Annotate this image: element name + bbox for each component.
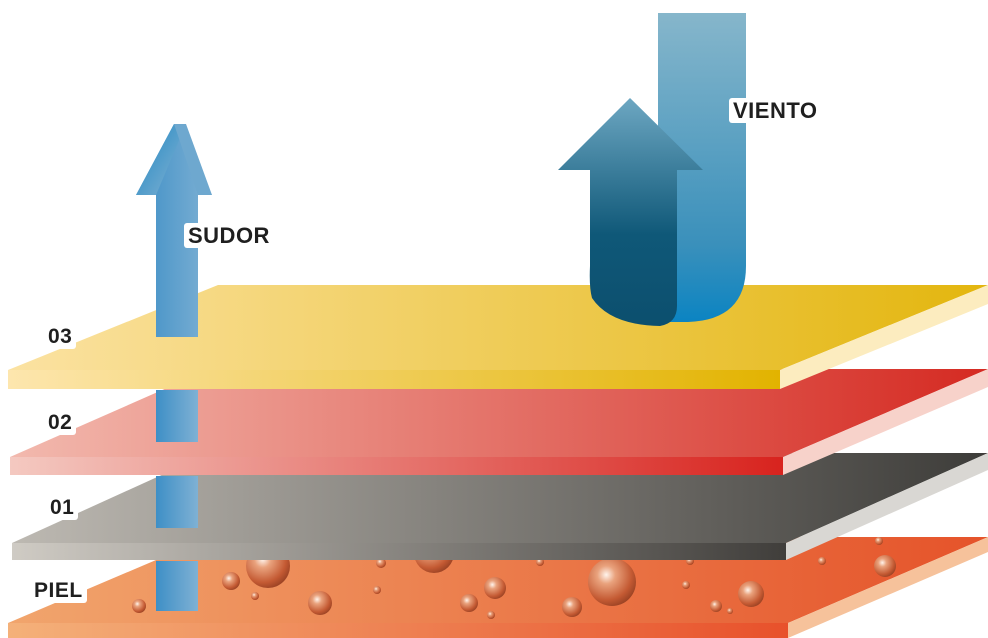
viento-label: VIENTO [729, 98, 822, 123]
sudor-shaft-01 [156, 476, 198, 528]
layer-01 [12, 453, 988, 560]
layer-03 [8, 285, 988, 389]
sudor-shaft-piel [156, 561, 198, 611]
layer-01-label: 01 [46, 495, 79, 520]
sudor-arrow [136, 124, 212, 337]
layer-03-label: 03 [44, 324, 77, 349]
layer-02-label: 02 [44, 410, 77, 435]
sudor-label: SUDOR [184, 223, 274, 248]
layer-02 [10, 369, 988, 475]
sudor-shaft-02 [156, 390, 198, 442]
layer-piel-label: PIEL [30, 578, 87, 603]
viento-arrow [558, 13, 746, 326]
